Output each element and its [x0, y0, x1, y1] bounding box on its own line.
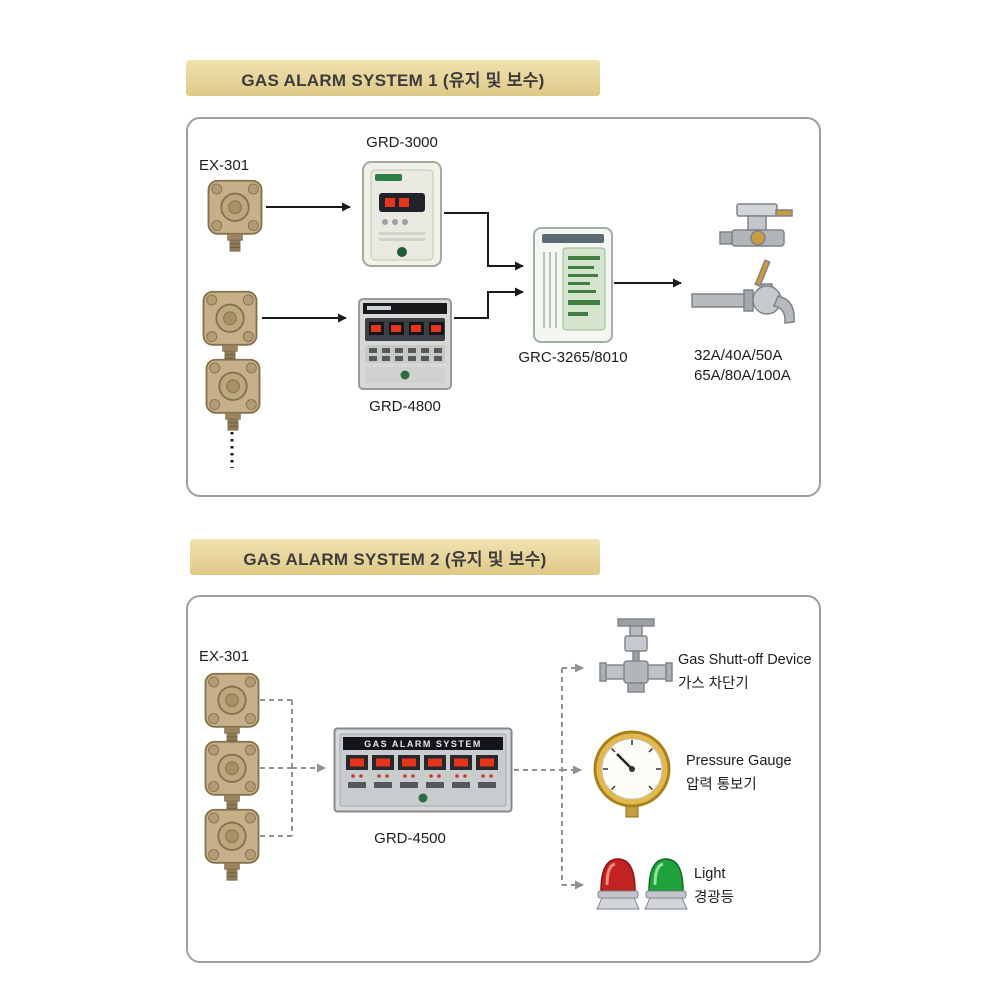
system1-title-banner: GAS ALARM SYSTEM 1 (유지 및 보수)	[186, 60, 600, 96]
system1-detector-label: EX-301	[199, 157, 250, 174]
valve-sizes-line1: 32A/40A/50A	[694, 347, 783, 364]
grd-4500-label: GRD-4500	[374, 830, 446, 847]
grd-4800-device	[358, 298, 452, 390]
gas-detector-icon	[200, 806, 264, 883]
shutoff-valves-image	[691, 203, 795, 324]
system2-title-banner: GAS ALARM SYSTEM 2 (유지 및 보수)	[190, 539, 600, 575]
grc-3265-label: GRC-3265/8010	[518, 349, 628, 366]
gas-detector-icon	[200, 738, 264, 815]
gas-shutoff-label-en: Gas Shutt-off Device	[678, 652, 812, 668]
system2-title: GAS ALARM SYSTEM 2 (유지 및 보수)	[243, 549, 547, 569]
gas-detector-icon	[201, 356, 265, 433]
gas-detector-icon	[198, 288, 262, 365]
pressure-gauge-image	[593, 730, 671, 818]
light-label-en: Light	[694, 866, 726, 882]
valve-sizes-line2: 65A/80A/100A	[694, 367, 791, 384]
grd-4800-label: GRD-4800	[369, 398, 441, 415]
light-label-ko: 경광등	[694, 890, 735, 906]
grd-3000-device	[362, 161, 442, 267]
grd-3000-label: GRD-3000	[366, 134, 438, 151]
beacon-red-icon	[596, 858, 640, 910]
pressure-gauge-label-en: Pressure Gauge	[686, 753, 792, 769]
pressure-gauge-label-ko: 압력 통보기	[686, 777, 757, 793]
gas-shutoff-label-ko: 가스 차단기	[678, 676, 749, 692]
system2-detector-label: EX-301	[199, 648, 250, 665]
beacon-green-icon	[644, 858, 688, 910]
system1-title: GAS ALARM SYSTEM 1 (유지 및 보수)	[241, 70, 545, 90]
gas-detector-icon	[200, 670, 264, 747]
gas-shutoff-device-image	[599, 618, 673, 693]
gas-detector-icon	[203, 177, 267, 254]
grc-3265-device	[533, 227, 613, 343]
grd-4500-device: GAS ALARM SYSTEM	[333, 727, 513, 813]
panel-title: GAS ALARM SYSTEM	[364, 739, 482, 749]
